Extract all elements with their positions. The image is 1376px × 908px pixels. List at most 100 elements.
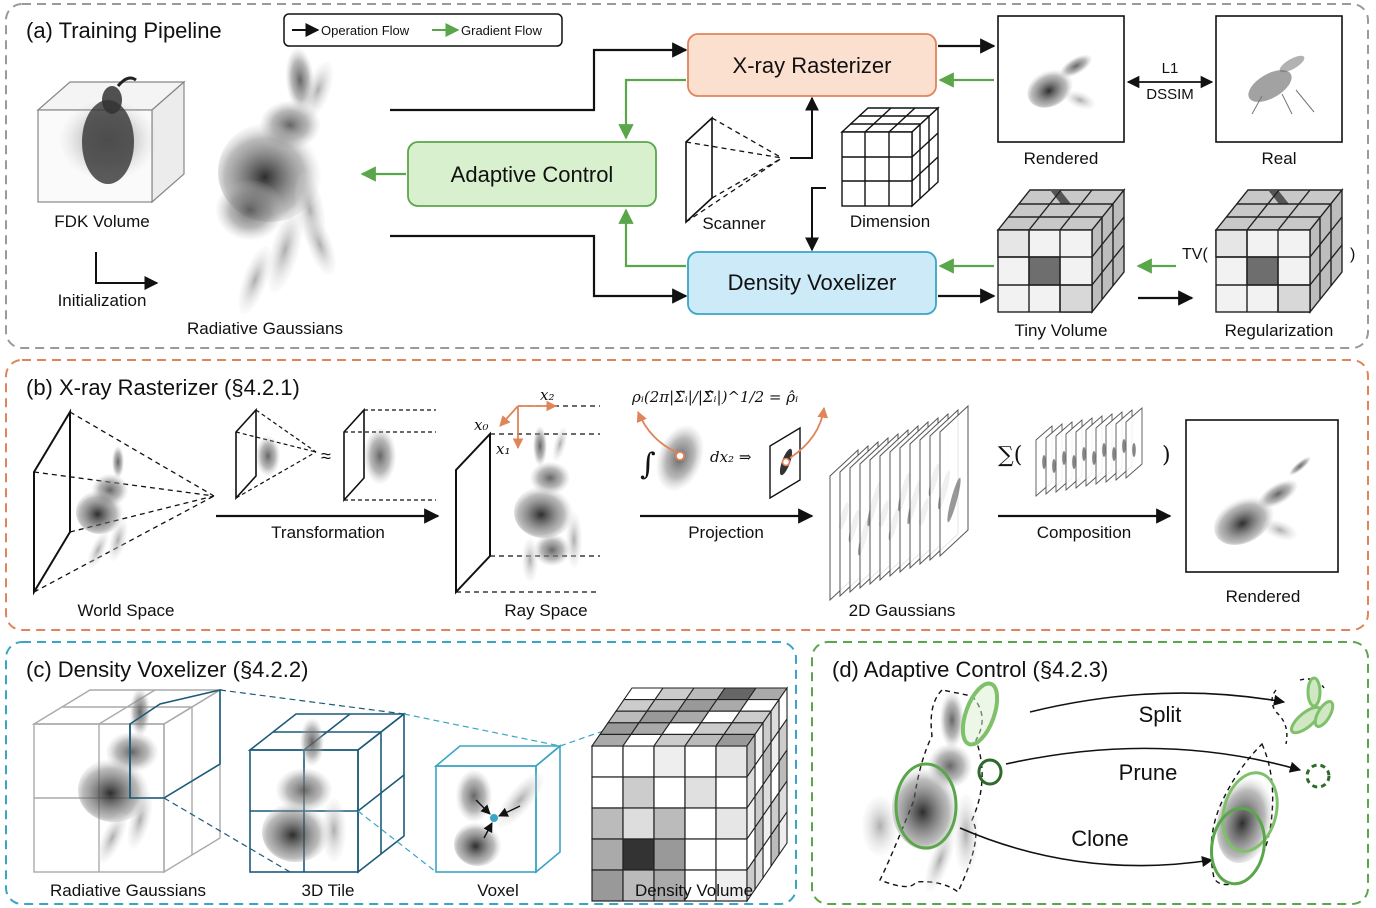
density-voxel	[653, 807, 686, 840]
dimension-label: Dimension	[850, 212, 930, 231]
density-voxel	[622, 838, 655, 871]
xray-rasterizer-box	[687, 33, 937, 97]
density-voxel	[653, 838, 686, 871]
world-space-label: World Space	[77, 601, 174, 620]
density-voxel	[622, 776, 655, 809]
density-volume-cube	[590, 686, 789, 903]
fdk-volume-label: FDK Volume	[54, 212, 149, 231]
panel-b-frame	[5, 359, 1369, 631]
adaptive-control-box	[407, 141, 657, 207]
axis-x1-label: x₁	[496, 440, 510, 458]
scanner-label: Scanner	[702, 214, 766, 233]
prune-result	[1305, 763, 1331, 789]
loss-l1-label: L1	[1162, 60, 1179, 77]
composition-mark	[1062, 451, 1066, 465]
transformation-illustration	[235, 407, 436, 503]
composition-mark	[1072, 455, 1076, 469]
density-voxel	[684, 776, 717, 809]
scanner-icon	[685, 116, 783, 224]
density-voxel	[715, 776, 748, 809]
gaussian-2d-mark	[947, 477, 961, 523]
radiative-gaussians-label-c: Radiative Gaussians	[50, 881, 206, 900]
tile-3d-label: 3D Tile	[302, 881, 355, 900]
dimension-grid-cube	[840, 106, 940, 208]
composition-mark	[1052, 459, 1056, 473]
split-result	[1271, 676, 1335, 745]
density-voxel	[653, 745, 686, 778]
voxel-label: Voxel	[477, 881, 519, 900]
density-voxel	[684, 869, 717, 902]
density-voxel	[591, 776, 624, 809]
density-voxel-side	[746, 856, 756, 903]
density-voxel	[591, 807, 624, 840]
density-voxel	[622, 745, 655, 778]
legend-operation-flow: Operation Flow	[321, 23, 410, 38]
composition-mark	[1102, 443, 1106, 457]
adaptive-control-label: Adaptive Control	[451, 162, 614, 187]
panel-a-title: (a) Training Pipeline	[26, 18, 222, 43]
density-voxel	[591, 838, 624, 871]
tv-close-label: )	[1350, 246, 1355, 263]
density-voxel	[591, 745, 624, 778]
density-voxelizer-label: Density Voxelizer	[728, 270, 897, 295]
ray-space-frame	[455, 400, 600, 595]
loss-dssim-label: DSSIM	[1146, 86, 1194, 103]
density-voxelizer-box	[687, 251, 937, 315]
prune-label: Prune	[1119, 760, 1178, 785]
initialization-label: Initialization	[58, 291, 147, 310]
density-voxel	[715, 745, 748, 778]
transformation-label: Transformation	[271, 523, 385, 542]
composition-mark	[1092, 451, 1096, 465]
density-voxel	[684, 745, 717, 778]
panel-b-title: (b) X-ray Rasterizer (§4.2.1)	[26, 375, 300, 400]
density-voxel	[591, 869, 624, 902]
composition-mark	[1042, 455, 1046, 469]
composition-mark	[1122, 439, 1126, 453]
flow-legend: Operation Flow Gradient Flow	[283, 13, 563, 47]
radiative-gaussians-bunny	[216, 48, 336, 315]
world-space-frustum	[33, 408, 215, 596]
gaussian-plane	[939, 404, 969, 558]
gaussians-grid-cube	[31, 688, 223, 874]
density-voxel	[622, 807, 655, 840]
density-voxel	[715, 869, 748, 902]
xray-rasterizer-label: X-ray Rasterizer	[733, 53, 892, 78]
clone-label: Clone	[1071, 826, 1128, 851]
panel-d-frame	[811, 641, 1369, 905]
legend-gradient-flow: Gradient Flow	[461, 23, 543, 38]
tile-3d-gaussians	[262, 718, 346, 862]
integral-symbol: ∫	[640, 447, 656, 482]
projection-label: Projection	[688, 523, 764, 542]
panel-c-title: (c) Density Voxelizer (§4.2.2)	[26, 657, 308, 682]
gaussians-2d-label: 2D Gaussians	[849, 601, 956, 620]
density-voxel	[622, 869, 655, 902]
dx2-label: dx₂ ⇒	[710, 448, 752, 466]
regularization-cube	[1214, 188, 1344, 314]
composition-mark	[1082, 447, 1086, 461]
rendered-label-a: Rendered	[1024, 149, 1099, 168]
regularization-label: Regularization	[1225, 321, 1334, 340]
voxel-gaussians	[454, 770, 544, 866]
clone-result	[1210, 742, 1279, 886]
ray-space-label: Ray Space	[504, 601, 587, 620]
axis-x0-label: x₀	[474, 416, 488, 434]
composition-mark	[1132, 443, 1136, 457]
sum-close-symbol: )	[1162, 443, 1171, 468]
density-voxel	[715, 807, 748, 840]
composition-label: Composition	[1037, 523, 1132, 542]
tv-open-label: TV(	[1182, 246, 1208, 263]
rendered-label-b: Rendered	[1226, 587, 1301, 606]
density-volume-label: Density Volume	[635, 881, 753, 900]
projection-formula: ρᵢ(2π|Σ̃ᵢ|/|Σ̂ᵢ|)^1/2 = ρ̂ᵢ	[631, 388, 798, 406]
composition-stack	[1035, 407, 1143, 497]
real-label: Real	[1262, 149, 1297, 168]
adaptive-bunny	[862, 681, 1003, 894]
gaussian-2d-stack	[829, 404, 969, 602]
density-voxel	[653, 776, 686, 809]
density-voxel	[684, 838, 717, 871]
panel-d-title: (d) Adaptive Control (§4.2.3)	[832, 657, 1108, 682]
radiative-gaussians-label: Radiative Gaussians	[187, 319, 343, 338]
density-voxel	[684, 807, 717, 840]
panel-c-frame	[5, 641, 797, 905]
